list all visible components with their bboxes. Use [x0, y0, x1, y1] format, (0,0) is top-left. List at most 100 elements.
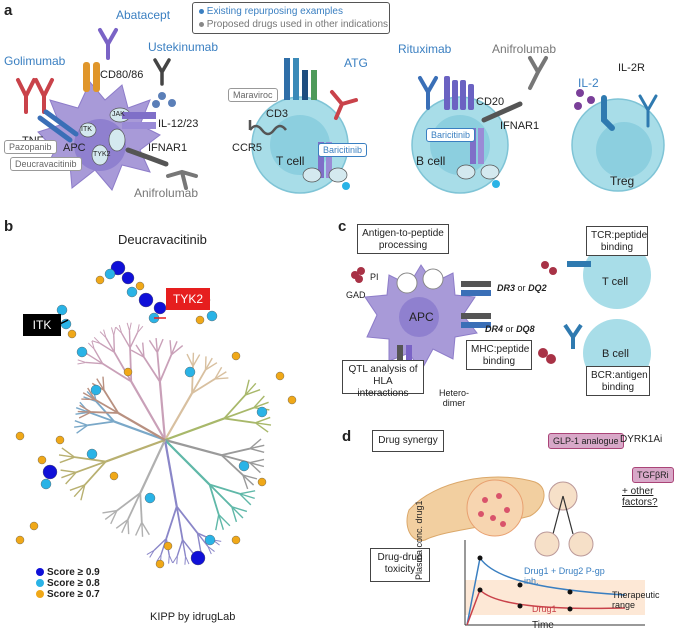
- kinome-branch: [215, 514, 220, 531]
- kinome-branch: [74, 424, 88, 428]
- kinome-hit-dot-3: [153, 301, 167, 315]
- kinome-branch: [169, 340, 173, 355]
- kinome-branch: [214, 371, 227, 380]
- tnf-receptor: [37, 109, 79, 143]
- box-drug-synergy: Drug synergy: [372, 430, 444, 452]
- legend-dot-1: [36, 579, 44, 588]
- kinome-branch: [121, 519, 129, 534]
- kinome-credit: KIPP by idrugLab: [150, 611, 236, 623]
- therapeutic-range-label: Therapeutic range: [612, 590, 660, 610]
- label-ifnar-left: IFNAR1: [148, 142, 188, 154]
- kinome-branch: [168, 554, 174, 564]
- box-deucravacitinib: Deucravacitinib: [10, 157, 82, 171]
- kinome-branch: [191, 369, 207, 394]
- kinome-branch: [94, 398, 119, 414]
- kinome-branch: [129, 347, 133, 382]
- kinome-branch: [113, 327, 117, 336]
- antigen-b: [538, 348, 556, 364]
- kinome-branch: [156, 338, 164, 353]
- kinome-branch: [99, 342, 115, 353]
- kinome-hit-dot-15: [275, 371, 285, 381]
- label-dq8: DQ8: [516, 324, 535, 334]
- kinome-branch: [164, 392, 193, 441]
- kinome-branch: [218, 514, 225, 530]
- kinome-branch: [110, 510, 118, 525]
- panel-d-graphics: [406, 476, 645, 626]
- kinome-branch: [134, 521, 143, 536]
- label-bcell-a: B cell: [416, 154, 446, 168]
- kinome-tree: [15, 260, 297, 569]
- kinome-branch: [128, 330, 131, 348]
- label-abatacept: Abatacept: [116, 8, 171, 22]
- golimumab-antibody: [16, 78, 54, 114]
- kinome-hit-dot-17: [256, 406, 268, 418]
- kinome-branch: [196, 532, 202, 550]
- anifrolumab-left-antibody: [166, 169, 198, 190]
- kinome-branch: [164, 439, 211, 486]
- kinome-branch: [165, 506, 178, 539]
- label-ccr5: CCR5: [232, 142, 262, 154]
- islet: [466, 479, 524, 537]
- box-bcr-binding: BCR:antigen binding: [586, 366, 650, 396]
- label-gad: GAD: [346, 290, 366, 300]
- kinome-branch: [245, 388, 261, 396]
- kinome-title: Deucravacitinib: [118, 232, 207, 247]
- kinome-branch: [87, 420, 115, 427]
- kinome-hit-dot-37: [123, 367, 133, 377]
- kinome-branch: [191, 378, 216, 394]
- label-il12: IL-12/23: [158, 118, 199, 130]
- kinome-branch: [221, 447, 251, 457]
- apc-cell: [37, 81, 161, 191]
- kinome-branch: [115, 326, 122, 334]
- kinome-hit-dot-13: [206, 310, 218, 322]
- kinome-hit-dot-6: [126, 286, 138, 298]
- kinome-branch: [181, 539, 187, 557]
- label-anifrolumab-right: Anifrolumab: [492, 42, 557, 56]
- label-tcell-a: T cell: [276, 154, 305, 168]
- kinome-branch: [223, 394, 246, 420]
- kinome-hit-dot-14: [195, 315, 205, 325]
- kinome-branch: [130, 349, 145, 358]
- il12-particles: [152, 92, 176, 108]
- kinome-branch: [61, 471, 77, 479]
- kinome-branch: [136, 324, 140, 333]
- daughter-cell-2: [568, 531, 594, 557]
- label-ifnar-right: IFNAR1: [500, 120, 540, 132]
- label-heterodimer: Hetero-dimer: [438, 388, 469, 408]
- kinome-hit-dot-16: [287, 395, 297, 405]
- kinome-branch: [214, 377, 229, 380]
- label-apc-tyk2: TYK2: [93, 151, 111, 158]
- kinome-branch: [60, 469, 77, 474]
- other-factors-label: + other factors?: [622, 486, 658, 508]
- bcr-receptor: [563, 323, 583, 349]
- kinome-branch: [96, 378, 105, 391]
- kinome-branch: [113, 351, 133, 382]
- label-apc-itk: ITK: [81, 126, 92, 133]
- label-dr3: DR3: [497, 283, 516, 293]
- treg-nucleus: [596, 122, 652, 178]
- legend-label-1: Score ≥ 0.8: [47, 578, 100, 589]
- kinome-branch: [176, 539, 184, 556]
- legend-proposed-label: Proposed drugs used in other indications: [206, 19, 389, 30]
- kinome-hit-dot-8: [135, 281, 145, 291]
- drug1-label: Drug1: [532, 604, 557, 614]
- tyk2-callout: TYK2: [166, 288, 210, 310]
- box-drug-toxicity: Drug-drug toxicity: [370, 548, 430, 582]
- kinome-hit-dot-30: [257, 477, 267, 487]
- kinome-branch: [77, 359, 86, 363]
- kinome-hit-dot-24: [109, 471, 119, 481]
- divide-arrows: [552, 495, 574, 535]
- label-dr3-dq2: DR3 or DQ2: [497, 283, 547, 293]
- kinome-branch: [231, 506, 238, 523]
- abatacept-antibody: [98, 28, 118, 60]
- kinome-branch: [155, 337, 159, 353]
- kinome-branch: [214, 366, 223, 380]
- label-tcell-c: T cell: [602, 276, 629, 288]
- peptide-t: [541, 261, 557, 275]
- label-or-1: or: [517, 283, 526, 293]
- kinome-branch: [255, 416, 271, 424]
- kinome-branch: [176, 555, 178, 565]
- kinome-branch: [249, 462, 261, 474]
- label-rituximab: Rituximab: [398, 42, 452, 56]
- il2r-receptor: [601, 94, 658, 131]
